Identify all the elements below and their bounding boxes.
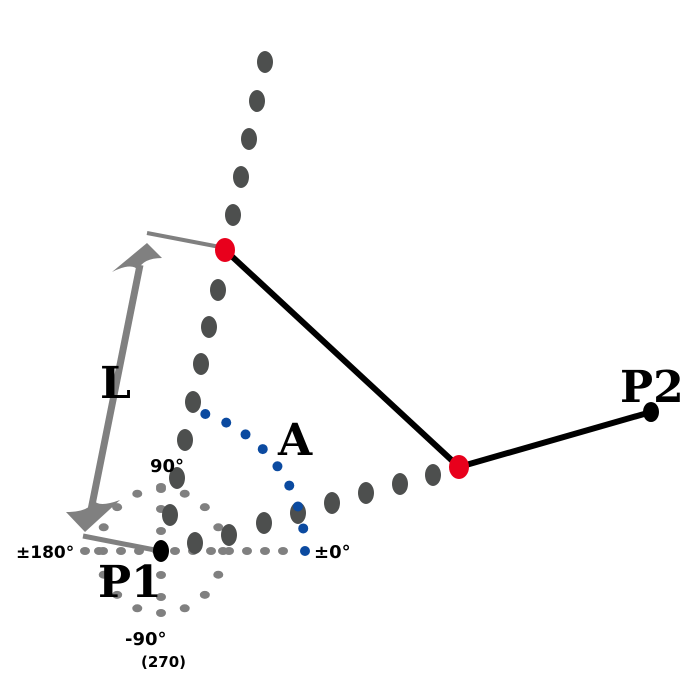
- guide-dot: [132, 604, 143, 613]
- extension-dot: [225, 204, 241, 226]
- segment-upper: [222, 247, 462, 470]
- axis-dot: [156, 593, 166, 601]
- arc-dot: [298, 523, 309, 534]
- label-length: L: [100, 358, 131, 409]
- label-0-deg: ±0°: [314, 542, 351, 563]
- axis-dot: [170, 547, 180, 555]
- extension-dot: [187, 532, 203, 554]
- guide-dot: [112, 590, 123, 599]
- extension-dot: [358, 482, 374, 504]
- point-p2[interactable]: [643, 402, 659, 422]
- length-tick-top: [146, 231, 221, 249]
- axis-dot: [260, 547, 270, 555]
- axis-dot: [116, 547, 126, 555]
- axis-dot: [224, 547, 234, 555]
- point-p1[interactable]: [153, 540, 169, 562]
- extension-dot: [256, 512, 272, 534]
- arc-dot: [284, 480, 295, 491]
- extension-dot: [425, 464, 441, 486]
- axis-dot: [206, 547, 216, 555]
- extension-dot: [185, 391, 201, 413]
- extension-dot: [201, 316, 217, 338]
- extension-dot: [221, 524, 237, 546]
- arc-dot: [221, 417, 232, 428]
- label-p1: P1: [98, 557, 162, 608]
- guide-dot: [199, 590, 210, 599]
- extension-dot: [210, 279, 226, 301]
- extension-dot: [241, 128, 257, 150]
- arm-segments: [153, 238, 659, 562]
- axis-dot: [242, 547, 252, 555]
- axis-dot: [156, 483, 166, 491]
- guide-dot: [98, 523, 109, 532]
- extension-dot: [392, 473, 408, 495]
- axis-dot: [278, 547, 288, 555]
- arc-dot: [292, 501, 303, 512]
- arc-dot: [240, 429, 251, 440]
- guide-dot: [179, 489, 190, 498]
- extension-dot: [324, 492, 340, 514]
- extension-dot: [233, 166, 249, 188]
- label-90-deg: 90°: [150, 456, 184, 477]
- arrow-head-up-icon: [112, 243, 162, 272]
- guide-dot: [213, 523, 224, 532]
- arrow-head-down-icon: [66, 500, 120, 532]
- arc-dot: [257, 444, 268, 455]
- arc-dot: [272, 461, 283, 472]
- axis-dot: [156, 571, 166, 579]
- angle-guide-circle: [80, 483, 288, 617]
- joint-1[interactable]: [215, 238, 235, 262]
- guide-dot: [179, 604, 190, 613]
- label-180-deg: ±180°: [16, 543, 74, 563]
- extension-dot: [162, 504, 178, 526]
- extension-dot: [177, 429, 193, 451]
- extension-dot: [257, 51, 273, 73]
- guide-dot: [199, 503, 210, 512]
- length-arrow-shaft: [87, 264, 144, 511]
- label-270-deg: (270): [141, 653, 186, 671]
- guide-dot: [213, 570, 224, 579]
- axis-dot: [156, 527, 166, 535]
- extension-dot: [169, 467, 185, 489]
- extension-dot: [193, 353, 209, 375]
- length-indicator: [66, 231, 221, 554]
- axis-dot: [80, 547, 90, 555]
- joint-2[interactable]: [449, 455, 469, 479]
- guide-dot: [132, 489, 143, 498]
- label-angle: A: [277, 415, 313, 466]
- extension-dotted-lines: [162, 51, 441, 554]
- label-minus90-deg: -90°: [125, 629, 167, 650]
- arc-dot: [200, 408, 211, 419]
- label-p2: P2: [620, 362, 684, 413]
- guide-dot: [112, 503, 123, 512]
- guide-dot: [156, 609, 166, 617]
- segment-lower: [458, 409, 652, 470]
- arc-dot: [300, 546, 310, 556]
- length-tick-bottom: [82, 533, 161, 554]
- guide-dot: [98, 570, 109, 579]
- axis-dot: [98, 547, 108, 555]
- extension-dot: [249, 90, 265, 112]
- angle-arc: [200, 408, 310, 556]
